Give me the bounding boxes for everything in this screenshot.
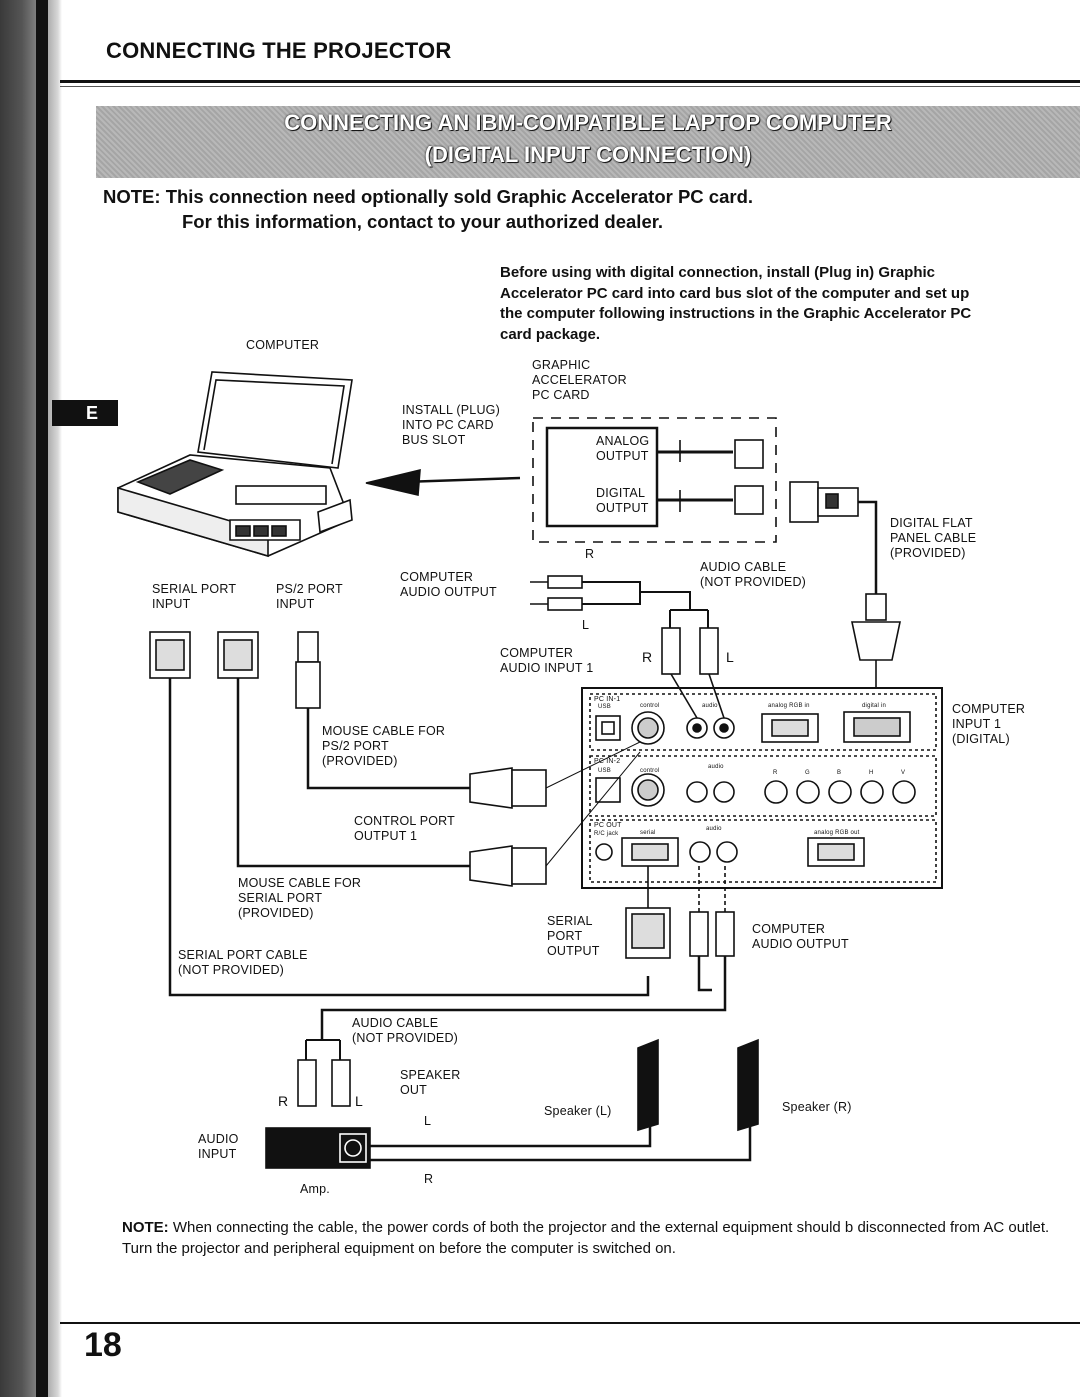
panel-analog-rgb-in: analog RGB in: [768, 703, 810, 709]
panel-usb-1: USB: [598, 704, 611, 710]
label-serial-port-cable: SERIAL PORT CABLE (NOT PROVIDED): [178, 948, 308, 977]
audio-plugs-top: [530, 575, 719, 675]
label-computer-input-1-digital: COMPUTER INPUT 1 (DIGITAL): [952, 702, 1026, 746]
label-speaker-l: Speaker (L): [544, 1104, 612, 1118]
banner-line-1: CONNECTING AN IBM-COMPATIBLE LAPTOP COMP…: [284, 110, 892, 135]
label-r-amp: R: [278, 1093, 289, 1109]
section-tab-e: E: [52, 400, 118, 426]
label-serial-port-input: SERIAL PORT INPUT: [152, 582, 237, 611]
label-computer-audio-output-bottom: COMPUTER AUDIO OUTPUT: [752, 922, 849, 951]
panel-pc-in-1: PC IN-1: [594, 696, 621, 703]
panel-rgbhv-v: V: [901, 770, 906, 776]
panel-serial: serial: [640, 830, 656, 836]
panel-usb-2: USB: [598, 768, 611, 774]
header-rule: [60, 80, 1080, 83]
note-bottom-text: When connecting the cable, the power cor…: [122, 1219, 1050, 1257]
panel-control-2: control: [640, 768, 660, 774]
label-serial-port-output: SERIAL PORT OUTPUT: [547, 914, 600, 958]
label-amp: Amp.: [300, 1182, 330, 1196]
label-speaker-out: SPEAKER OUT: [400, 1068, 461, 1097]
label-computer-audio-output-top: COMPUTER AUDIO OUTPUT: [400, 570, 497, 599]
label-computer-audio-input-1: COMPUTER AUDIO INPUT 1: [500, 646, 594, 675]
panel-audio-out: audio: [706, 826, 722, 832]
panel-pc-in-2: PC IN-2: [594, 758, 621, 765]
label-analog-output: ANALOG OUTPUT: [596, 434, 650, 463]
panel-rgbhv-r: R: [773, 770, 778, 776]
panel-audio-1: audio: [702, 703, 718, 709]
label-audio-cable-bottom: AUDIO CABLE (NOT PROVIDED): [352, 1016, 459, 1045]
label-ps2-port-input: PS/2 PORT INPUT: [276, 582, 343, 611]
panel-rgbhv-g: G: [805, 770, 810, 776]
label-l-mid: L: [726, 649, 734, 665]
panel-control-1: control: [640, 703, 660, 709]
intro-paragraph: Before using with digital connection, in…: [500, 264, 972, 343]
panel-digital-in: digital in: [862, 703, 887, 709]
label-l-top: L: [582, 618, 590, 632]
panel-audio-2: audio: [708, 764, 724, 770]
label-r-top: R: [585, 547, 595, 561]
label-speaker-r: Speaker (R): [782, 1100, 852, 1114]
label-control-port-output-1: CONTROL PORT OUTPUT 1: [354, 814, 456, 843]
label-install: INSTALL (PLUG) INTO PC CARD BUS SLOT: [402, 403, 500, 447]
label-digital-flat-panel-cable: DIGITAL FLAT PANEL CABLE (PROVIDED): [890, 516, 977, 560]
panel-rgbhv-h: H: [869, 770, 874, 776]
footer-rule: [60, 1322, 1080, 1324]
label-l-amp: L: [355, 1093, 363, 1109]
label-computer: COMPUTER: [246, 338, 320, 352]
page-title: CONNECTING THE PROJECTOR: [106, 38, 452, 63]
banner-line-2: (DIGITAL INPUT CONNECTION): [424, 142, 752, 167]
section-banner: [96, 106, 1080, 178]
note-top-line-1: NOTE: This connection need optionally so…: [103, 186, 754, 207]
label-mouse-cable-ps2: MOUSE CABLE FOR PS/2 PORT (PROVIDED): [322, 724, 446, 768]
panel-pc-out: PC OUT: [594, 822, 622, 829]
note-bottom-prefix: NOTE:: [122, 1219, 169, 1236]
label-digital-output: DIGITAL OUTPUT: [596, 486, 649, 515]
page-number: 18: [84, 1326, 122, 1364]
binding-shadow: [36, 0, 48, 1397]
label-graphic-card: GRAPHIC ACCELERATOR PC CARD: [532, 358, 627, 402]
panel-analog-rgb-out: analog RGB out: [814, 830, 860, 836]
panel-rc-jack: R/C jack: [594, 831, 619, 837]
laptop-illustration: [117, 371, 353, 558]
panel-rgbhv-b: B: [837, 770, 842, 776]
note-top-line-2: For this information, contact to your au…: [182, 211, 664, 232]
label-r-mid: R: [642, 649, 653, 665]
label-l-speaker: L: [424, 1114, 432, 1128]
label-audio-cable-top: AUDIO CABLE (NOT PROVIDED): [700, 560, 807, 589]
header-rule-thin: [60, 86, 1080, 87]
projector-panel: [581, 687, 943, 889]
serial-port-connectors: [149, 631, 321, 709]
note-bottom: NOTE: When connecting the cable, the pow…: [122, 1217, 1080, 1259]
binding-edge: [0, 0, 62, 1397]
label-r-speaker: R: [424, 1172, 434, 1186]
label-audio-input: AUDIO INPUT: [198, 1132, 239, 1161]
label-mouse-cable-serial: MOUSE CABLE FOR SERIAL PORT (PROVIDED): [238, 876, 362, 920]
